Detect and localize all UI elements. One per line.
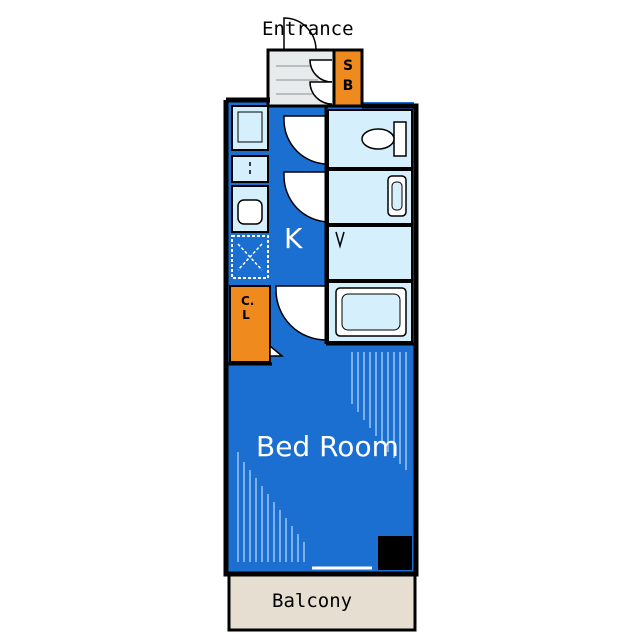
closet: [229, 285, 271, 363]
entrance-door: [283, 17, 317, 51]
bathtub-fixture: [335, 287, 407, 337]
washbasin-fixture: [387, 175, 407, 217]
stove: [231, 235, 269, 279]
kitchen-counter: [231, 155, 269, 183]
pipe-space: [378, 536, 412, 570]
closet-text: C.L: [241, 294, 255, 322]
balcony-label: Balcony: [272, 590, 353, 612]
kitchen-label: K: [284, 222, 303, 255]
toilet-door: [283, 115, 329, 165]
laundry-space: [327, 225, 413, 281]
washroom-door: [283, 171, 329, 223]
entrance-label: Entrance: [262, 18, 354, 40]
shoe-box-text: SB: [342, 58, 354, 94]
bedroom-label: Bed Room: [256, 430, 399, 463]
bedroom-floor-hatching: [237, 352, 407, 562]
outer-wall: [223, 100, 419, 577]
toilet-fixture: [361, 121, 407, 157]
closet-label: C.L: [234, 294, 258, 322]
shoe-box: [332, 48, 364, 108]
balcony-area: [227, 570, 417, 632]
shoe-box-label: SB: [336, 56, 360, 97]
